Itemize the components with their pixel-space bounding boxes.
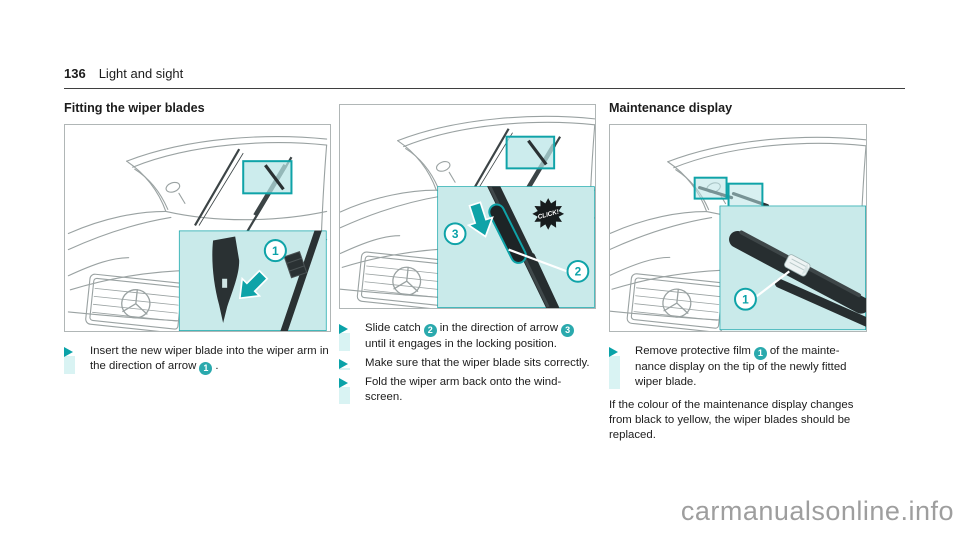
step-text: Insert the new wiper blade into the wipe…	[90, 345, 329, 372]
step-arrow-icon	[339, 378, 348, 388]
step-arrow-icon	[339, 324, 348, 334]
inset-detail: 3 CLICK! 2	[437, 186, 595, 308]
catch	[490, 205, 525, 262]
step-bar	[339, 387, 350, 404]
svg-text:1: 1	[272, 244, 279, 258]
page-header: 136 Light and sight	[64, 66, 905, 89]
inline-callout-3: 3	[561, 324, 575, 337]
figure-maintenance-display: 1	[609, 124, 867, 332]
callout-2: 2	[566, 259, 590, 283]
watermark: carmanualsonline.info	[680, 496, 954, 526]
wiper-blade	[280, 230, 322, 331]
column-maintenance: Maintenance display	[609, 101, 867, 443]
step-bar	[339, 333, 350, 351]
step-arrow-icon	[609, 347, 618, 357]
manual-page: 136 Light and sight Fitting the wiper bl…	[64, 66, 905, 441]
inline-callout-1: 1	[199, 362, 213, 375]
step-text: Slide catch	[365, 322, 421, 334]
highlighted-wiper	[527, 139, 548, 166]
inline-callout-2: 2	[423, 324, 437, 337]
step-check-seat: Make sure that the wiper blade sits corr…	[339, 356, 596, 371]
svg-text:2: 2	[575, 265, 582, 279]
highlighted-wiper	[264, 164, 285, 191]
step-bar	[64, 356, 75, 374]
step-text: Make sure that the wiper blade sits corr…	[365, 357, 590, 369]
step-bar	[339, 368, 350, 370]
step-insert-blade: Insert the new wiper blade into the wipe…	[64, 344, 331, 375]
maintenance-note: If the colour of the maintenance display…	[609, 399, 854, 441]
step-text: of the mainte-nance display on the tip o…	[635, 345, 847, 388]
chapter-title: Light and sight	[98, 66, 184, 81]
callout-leader	[508, 248, 568, 273]
step-text: in the direction of arrow	[439, 322, 559, 334]
inline-callout-1: 1	[753, 347, 767, 360]
page-number: 136	[64, 66, 86, 81]
callout-3: 3	[443, 222, 467, 246]
step-bar	[609, 356, 620, 389]
figure-fit-blade-art: 1	[67, 135, 328, 331]
step-text: Remove protective film	[635, 345, 751, 357]
step-text: .	[215, 360, 219, 372]
svg-text:1: 1	[742, 292, 749, 306]
figure-fit-blade: 1	[64, 124, 331, 332]
inset-detail: 1	[719, 205, 866, 331]
figure-slide-catch: 3 CLICK! 2	[339, 104, 596, 309]
callout-1: 1	[263, 239, 287, 263]
step-arrow-icon	[64, 347, 73, 357]
step-text: until it engages in the locking position…	[365, 338, 557, 350]
step-arrow-icon	[339, 359, 348, 369]
step-text: Fold the wiper arm back onto the wind-sc…	[365, 376, 562, 403]
figure-slide-catch-art: 3 CLICK! 2	[340, 115, 595, 308]
column-fitting: Fitting the wiper blades	[64, 101, 331, 375]
figure-maintenance-art: 1	[610, 136, 866, 331]
section-title-maintenance: Maintenance display	[609, 101, 733, 115]
callout-leader	[754, 270, 790, 299]
callout-1: 1	[734, 287, 757, 311]
svg-text:3: 3	[452, 227, 459, 241]
click-starburst: CLICK!	[532, 198, 565, 230]
step-fold-arm: Fold the wiper arm back onto the wind-sc…	[339, 375, 596, 405]
inset-detail: 1	[178, 230, 327, 331]
section-title-fitting: Fitting the wiper blades	[64, 101, 205, 115]
protective-film	[784, 254, 811, 277]
column-installing: 3 CLICK! 2	[339, 101, 596, 405]
